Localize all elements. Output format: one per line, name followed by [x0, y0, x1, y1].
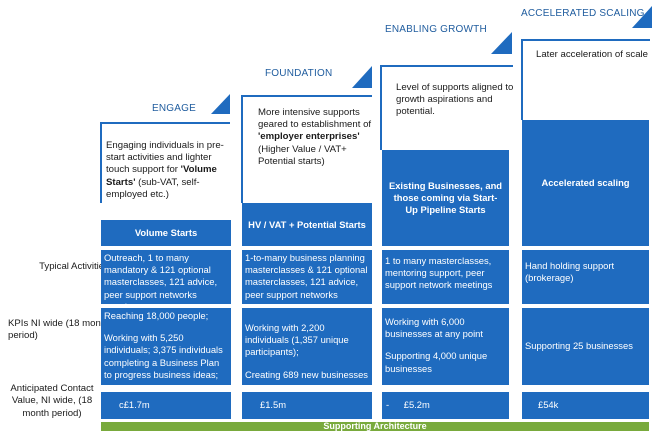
kpi-cell: Supporting 25 businesses: [522, 308, 649, 385]
kpi-text: Working with 5,250 individuals; 3,375 in…: [104, 332, 223, 380]
contact-value-cell: £54k: [522, 392, 649, 419]
stage-description-text: 'Volume Starts': [106, 164, 217, 188]
step-arrow-scaling: [632, 6, 652, 28]
stage-description-text: More intensive supports geared to establ…: [258, 107, 372, 131]
step-arrow-growth: [491, 32, 512, 54]
contact-value-cell: - £5.2m: [382, 392, 509, 419]
kpi-cell: Reaching 18,000 people; Working with 5,2…: [101, 308, 231, 385]
stage-description-text: Level of supports aligned to growth aspi…: [396, 82, 514, 118]
step-outline-foundation: [241, 95, 372, 203]
kpi-text: Supporting 4,000 unique businesses: [385, 350, 488, 374]
stage-title-foundation: FOUNDATION: [265, 68, 333, 79]
kpi-cell: Working with 6,000 businesses at any poi…: [382, 308, 509, 385]
contact-value-cell: £1.5m: [242, 392, 372, 419]
stage-title-enabling-growth: ENABLING GROWTH: [385, 24, 487, 35]
row-label-kpis: KPIs NI wide (18 month period): [8, 318, 109, 342]
kpi-text: Creating 689 new businesses: [245, 368, 368, 380]
kpi-text: Reaching 18,000 people;: [104, 310, 209, 321]
row-label-typical-activities: Typical Activities: [39, 261, 109, 272]
column-header-hv-vat-starts: HV / VAT + Potential Starts: [242, 203, 372, 246]
kpi-text: Supporting 25 businesses: [525, 340, 633, 351]
kpi-cell: Working with 2,200 individuals (1,357 un…: [242, 308, 372, 385]
step-outline-scaling: [521, 39, 650, 120]
contact-value-text: £5.2m: [403, 399, 430, 410]
step-outline-growth: [380, 65, 513, 150]
typical-activities-cell: Hand holding support (brokerage): [522, 250, 649, 304]
typical-activities-cell: Outreach, 1 to many mandatory & 121 opti…: [101, 250, 231, 304]
contact-value-prefix: -: [386, 399, 390, 410]
typical-activities-cell: 1 to many masterclasses, mentoring suppo…: [382, 250, 509, 304]
column-header-enabling-growth: Existing Businesses, and those coming vi…: [382, 150, 509, 246]
typical-activities-cell: 1-to-many business planning masterclasse…: [242, 250, 372, 304]
stage-description-engage: Engaging individuals in pre-start activi…: [106, 140, 236, 201]
column-header-accelerated-scaling: Accelerated scaling: [522, 120, 649, 246]
stage-title-engage: ENGAGE: [152, 103, 196, 114]
supporting-architecture-bar: Supporting Architecture: [101, 422, 649, 431]
stage-description-foundation: More intensive supports geared to establ…: [258, 107, 376, 168]
contact-value-cell: c£1.7m: [101, 392, 231, 419]
step-arrow-foundation: [352, 66, 372, 88]
kpi-text: Working with 2,200 individuals (1,357 un…: [245, 322, 349, 358]
column-header-volume-starts: Volume Starts: [101, 220, 231, 246]
kpi-text: Working with 6,000 businesses at any poi…: [385, 316, 483, 340]
stage-description-accelerated-scaling: Later acceleration of scale: [536, 49, 652, 61]
stage-description-text: (sub-VAT, self-employed etc.): [106, 176, 200, 200]
step-outline-engage: [100, 122, 230, 203]
stage-description-text: Engaging individuals in pre-start activi…: [106, 140, 224, 176]
stage-description-text: Later acceleration of scale: [536, 49, 648, 60]
step-arrow-engage: [211, 94, 230, 114]
stage-title-accelerated-scaling: ACCELERATED SCALING: [521, 8, 645, 19]
stage-description-text: 'employer enterprises': [258, 131, 360, 143]
stage-description-text: (Higher Value / VAT+ Potential starts): [258, 143, 347, 167]
stage-description-enabling-growth: Level of supports aligned to growth aspi…: [396, 82, 514, 119]
row-label-contact-value: Anticipated Contact Value, NI wide, (18 …: [10, 383, 94, 419]
